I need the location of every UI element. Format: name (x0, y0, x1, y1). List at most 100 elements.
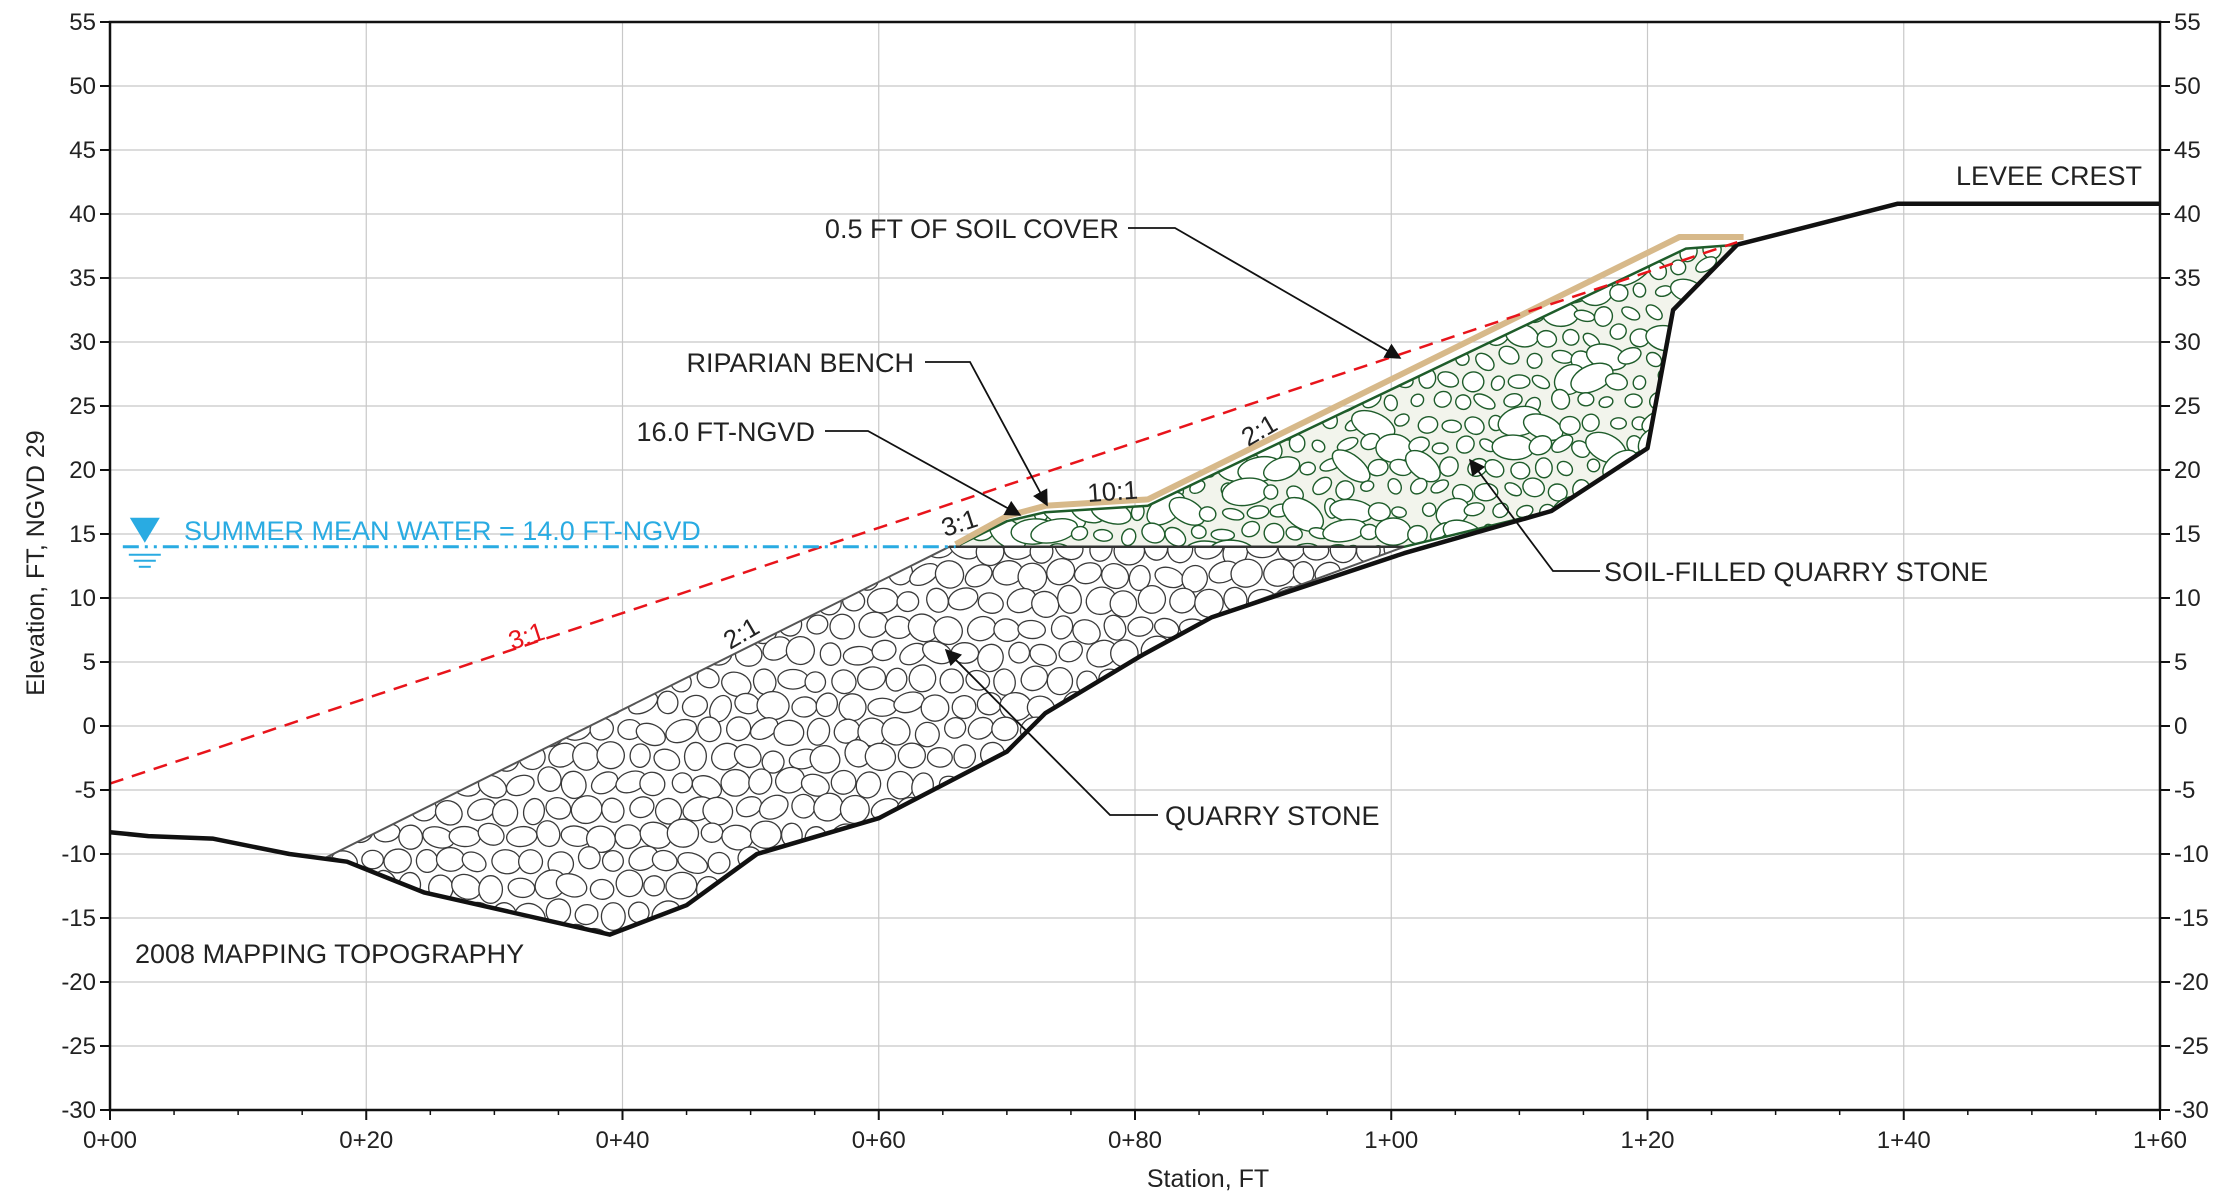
plot-frame (108, 20, 2162, 1112)
quarry-stone (1408, 696, 1431, 717)
soil-filled-stone (1695, 406, 1737, 443)
quarry-stone (1137, 584, 1167, 614)
quarry-stone (601, 797, 625, 823)
soil-filled-stone (1361, 244, 1397, 262)
soil-filled-stone (1078, 417, 1098, 438)
soil-filled-stone (1191, 307, 1214, 321)
quarry-stone (920, 694, 950, 722)
quarry-stone (1018, 770, 1045, 792)
soil-filled-stone (1498, 345, 1520, 365)
soil-filled-stone (1514, 244, 1536, 255)
y-tick-label-left: -20 (61, 969, 96, 996)
y-tick-label-right: 50 (2174, 73, 2201, 100)
quarry-stone (1101, 563, 1130, 590)
y-tick-label-left: 40 (69, 201, 96, 228)
soil-filled-stone (1036, 326, 1054, 340)
soil-filled-stone (1030, 518, 1079, 544)
quarry-stone (966, 929, 996, 935)
quarry-stone (751, 926, 781, 935)
quarry-stone (1326, 850, 1355, 874)
quarry-stone (1017, 619, 1047, 640)
quarry-stone (1046, 558, 1076, 586)
quarry-stone (1328, 902, 1355, 925)
quarry-stone (791, 850, 814, 878)
quarry-stone (427, 719, 456, 740)
quarry-stone (1395, 615, 1405, 637)
quarry-stone (1329, 546, 1357, 564)
y-tick-label-left: -25 (61, 1033, 96, 1060)
soil-filled-stone (1717, 316, 1738, 354)
quarry-stone (396, 717, 423, 746)
quarry-stone (759, 546, 791, 566)
soil-filled-stone (1688, 523, 1712, 543)
soil-filled-stone (1701, 455, 1724, 475)
quarry-stone (355, 586, 381, 612)
y-tick-label-left: 50 (69, 73, 96, 100)
soil-filled-stone (1263, 349, 1284, 365)
quarry-stone (777, 668, 809, 690)
quarry-stone (864, 742, 897, 772)
soil-cover-leader (1128, 227, 1402, 359)
soil-filled-stone (1411, 282, 1436, 304)
quarry-stone (990, 928, 1019, 935)
quarry-stone (765, 898, 791, 923)
quarry-stone (545, 796, 572, 820)
quarry-stone (398, 824, 424, 850)
quarry-stone (1397, 562, 1405, 590)
quarry-stone (421, 610, 453, 641)
quarry-stone (458, 565, 481, 588)
soil-filled-stone (1263, 456, 1301, 482)
quarry-stone (1354, 638, 1387, 666)
soil-filled-stone (1177, 279, 1198, 298)
soil-filled-stone (1429, 280, 1466, 306)
quarry-stone (515, 587, 548, 615)
soil-filled-stone (1156, 244, 1174, 257)
soil-filled-stone-leader (1469, 458, 1600, 572)
soil-filled-stone (1137, 307, 1163, 326)
soil-filled-stone (976, 256, 996, 277)
soil-filled-stone (1207, 343, 1244, 372)
quarry-stone (585, 562, 618, 591)
quarry-stone (1127, 825, 1153, 848)
quarry-stone (478, 875, 504, 904)
quarry-stone (328, 641, 361, 665)
soil-filled-stone (1504, 482, 1523, 497)
ground-profile-line (109, 201, 2160, 937)
soil-filled-stone (998, 392, 1014, 409)
soil-filled-stone (1478, 302, 1493, 322)
quarry-stone (1277, 849, 1304, 876)
quarry-stone (1265, 614, 1290, 638)
soil-filled-stone (1082, 281, 1105, 299)
quarry-stone (505, 774, 535, 797)
quarry-stone (1304, 642, 1333, 665)
soil-filled-stone (1319, 286, 1338, 302)
quarry-stone (867, 697, 898, 717)
quarry-stone (1247, 695, 1275, 721)
quarry-stone (953, 902, 981, 929)
soil-filled-stone (1503, 392, 1523, 408)
quarry-stone (425, 667, 457, 693)
quarry-stone (1317, 716, 1347, 744)
soil-filled-stone (1475, 352, 1495, 372)
quarry-stone (1138, 902, 1167, 923)
quarry-stone (1367, 664, 1395, 691)
y-tick-label-left: 30 (69, 329, 96, 356)
quarry-stone (683, 741, 707, 772)
quarry-stone (1127, 616, 1154, 637)
quarry-stone (1073, 717, 1102, 746)
soil-filled-stone (973, 348, 995, 369)
soil-filled-stone (1288, 542, 1324, 547)
soil-filled-stone (958, 284, 983, 298)
soil-filled-stone (1131, 337, 1170, 372)
quarry-stone (461, 851, 487, 873)
quarry-stone (1322, 747, 1354, 772)
soil-filled-stone (1428, 305, 1444, 322)
soil-filled-stone (1163, 440, 1183, 457)
quarry-stone (635, 722, 666, 747)
soil-filled-stone (1671, 350, 1687, 369)
soil-filled-stone (1114, 308, 1137, 320)
soil-filled-stone (1021, 439, 1036, 454)
soil-filled-stone (1697, 348, 1716, 367)
